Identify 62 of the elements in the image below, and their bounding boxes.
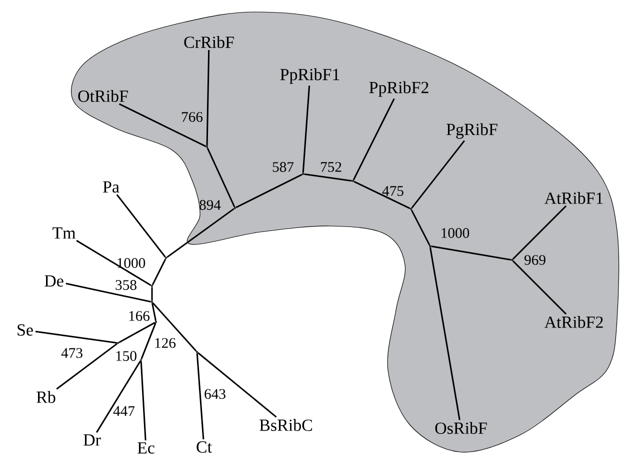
branch-line — [197, 352, 277, 418]
branch-line — [431, 245, 511, 261]
leaf-label: AtRibF1 — [544, 192, 603, 204]
branch-line — [352, 98, 395, 180]
bootstrap-value: 475 — [382, 186, 404, 196]
branch-line — [206, 148, 236, 208]
leaf-label: Ct — [196, 441, 212, 453]
branch-line — [304, 173, 352, 182]
leaf-label: OtRibF — [78, 90, 128, 102]
leaf-label: AtRibF2 — [544, 316, 603, 328]
branch-line — [152, 302, 197, 352]
leaf-label: De — [44, 275, 64, 287]
branch-line — [118, 103, 206, 148]
branch-line — [140, 361, 146, 440]
branch-line — [206, 50, 210, 146]
leaf-label: BsRibC — [260, 419, 312, 431]
bootstrap-value: 587 — [272, 162, 294, 172]
branch-line — [429, 247, 460, 420]
branch-line — [151, 303, 157, 321]
branch-line — [512, 260, 567, 315]
branch-line — [410, 210, 430, 246]
bootstrap-value: 473 — [61, 348, 82, 358]
bootstrap-value: 447 — [113, 406, 135, 416]
bootstrap-value: 1000 — [442, 228, 470, 238]
bootstrap-value: 126 — [155, 338, 176, 348]
leaf-label: Dr — [84, 434, 101, 446]
leaf-label: CrRibF — [184, 36, 234, 48]
bootstrap-value: 150 — [116, 351, 136, 361]
branch-line — [116, 194, 166, 258]
branch-line — [512, 205, 567, 260]
branch-line — [76, 240, 152, 286]
bootstrap-value: 358 — [116, 280, 136, 290]
bootstrap-value: 894 — [200, 200, 221, 210]
leaf-label: Rb — [36, 391, 56, 403]
leaf-label: OsRibF — [435, 422, 487, 434]
branch-line — [118, 322, 156, 344]
bootstrap-value: 766 — [182, 112, 203, 122]
leaf-label: Pa — [103, 181, 120, 193]
branch-line — [151, 287, 153, 301]
branch-line — [411, 140, 466, 209]
leaf-label: PpRibF1 — [280, 68, 340, 84]
leaf-label: PgRibF — [446, 123, 498, 139]
branch-line — [236, 174, 302, 208]
branch-line — [152, 258, 166, 286]
bootstrap-value: 166 — [129, 311, 150, 321]
bootstrap-value: 643 — [204, 389, 226, 399]
branch-line — [96, 360, 142, 433]
leaf-label: Ec — [138, 442, 154, 454]
branch-line — [140, 322, 156, 360]
bootstrap-value: 1000 — [118, 258, 146, 268]
leaf-label: PpRibF2 — [369, 81, 428, 97]
bootstrap-value: 969 — [524, 255, 546, 265]
branch-line — [35, 330, 117, 344]
branch-line — [354, 180, 410, 210]
branch-line — [302, 86, 310, 173]
leaf-label: Se — [18, 324, 33, 336]
branch-line — [166, 208, 234, 258]
branch-line — [66, 282, 152, 302]
bootstrap-value: 752 — [321, 162, 342, 172]
branch-line — [56, 343, 118, 390]
leaf-label: Tm — [52, 227, 76, 239]
branch-line — [196, 353, 204, 440]
